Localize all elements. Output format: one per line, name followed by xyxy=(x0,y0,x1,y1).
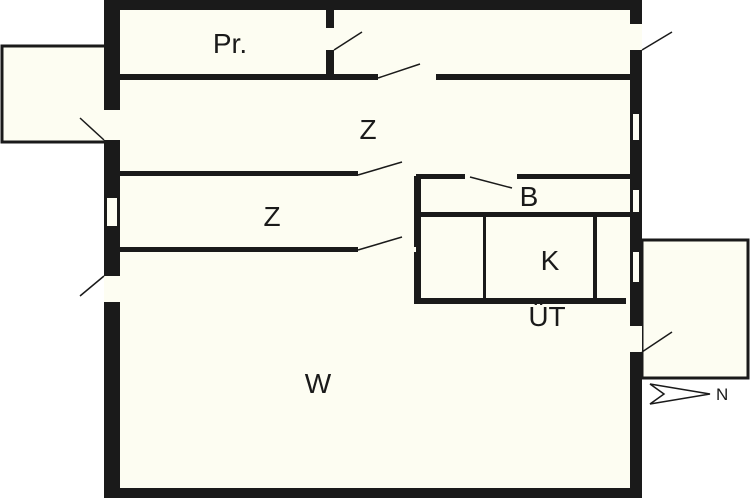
room-label-room-lower: Z xyxy=(263,201,280,232)
door-openings xyxy=(104,24,642,352)
door-swings xyxy=(79,31,673,353)
windows xyxy=(107,114,639,282)
interior-walls xyxy=(120,6,632,304)
left-balcony xyxy=(0,44,110,144)
room-label-kitchen: K xyxy=(541,245,560,276)
right-balcony xyxy=(640,238,750,380)
room-label-bathroom: B xyxy=(520,181,539,212)
room-label-living: W xyxy=(305,368,332,399)
room-label-room-upper: Z xyxy=(359,114,376,145)
room-label-pantry: Pr. xyxy=(213,28,247,59)
north-label: N xyxy=(716,385,728,404)
room-label-passage: ÜT xyxy=(528,301,565,332)
north-arrow-icon xyxy=(649,383,711,405)
